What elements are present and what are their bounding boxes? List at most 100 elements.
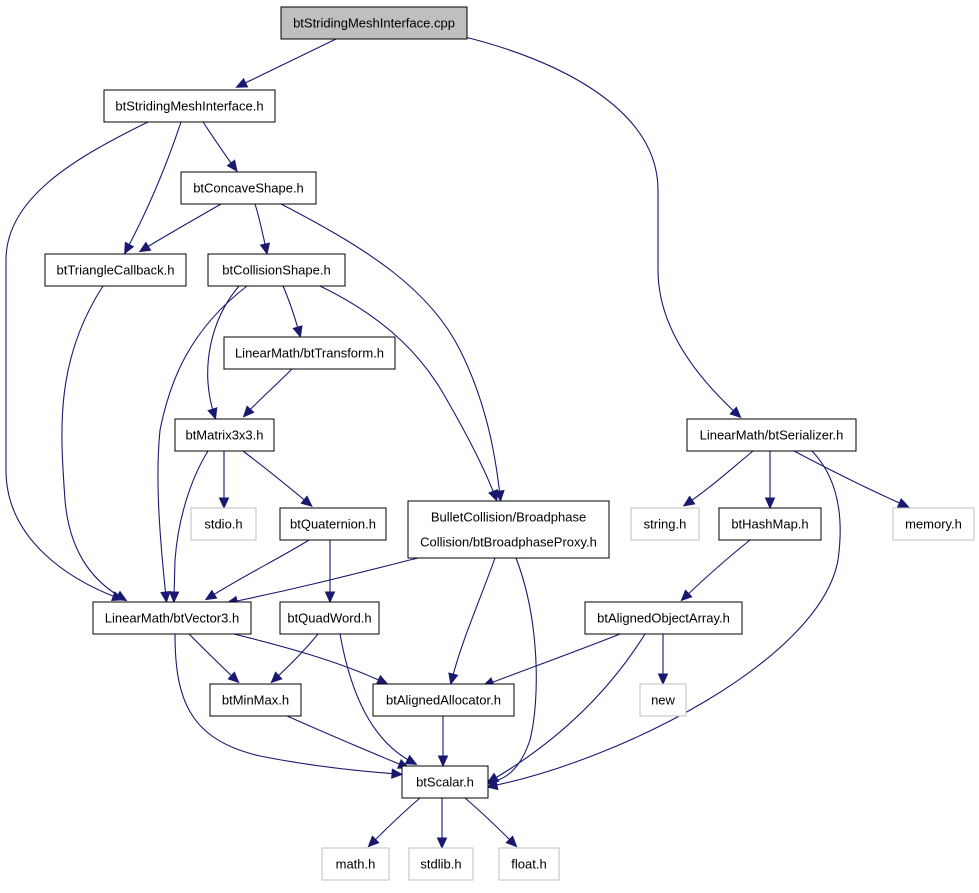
node-matrix[interactable]: btMatrix3x3.h (174, 418, 275, 452)
edge-smi-vector (5, 121, 149, 602)
node-objarray[interactable]: btAlignedObjectArray.h (584, 601, 743, 635)
node-quat[interactable]: btQuaternion.h (279, 507, 387, 541)
arrowhead-icon (259, 242, 271, 256)
node-alloc[interactable]: btAlignedAllocator.h (372, 683, 515, 717)
arrowhead-icon (404, 754, 418, 765)
edge-line (5, 121, 149, 599)
edge-line (143, 203, 222, 250)
node-root[interactable]: btStridingMeshInterface.cpp (280, 6, 468, 40)
node-new[interactable]: new (639, 683, 687, 717)
edge-line (371, 797, 421, 844)
node-label: btMinMax.h (222, 693, 289, 708)
edge-tricb-vector (61, 285, 128, 602)
node-smi[interactable]: btStridingMeshInterface.h (103, 89, 276, 123)
arrowhead-icon (764, 497, 776, 510)
node-minmax[interactable]: btMinMax.h (209, 683, 302, 717)
node-label: btCollisionShape.h (222, 263, 330, 278)
edge-concave-tricb (138, 203, 222, 253)
node-box (498, 847, 560, 881)
node-colshape[interactable]: btCollisionShape.h (207, 253, 346, 287)
node-box (639, 683, 687, 717)
edge-line (207, 285, 240, 415)
arrowhead-icon (242, 405, 255, 418)
node-label: btTriangleCallback.h (56, 263, 174, 278)
edge-root-serializer (460, 35, 742, 419)
node-proxy[interactable]: BulletCollision/BroadphaseCollision/btBr… (407, 500, 610, 559)
edge-objarray-alloc (482, 633, 621, 687)
arrowhead-icon (682, 495, 696, 507)
edge-line (209, 539, 310, 598)
edge-colshape-matrix (207, 285, 240, 420)
edge-line (464, 797, 514, 844)
arrowhead-icon (505, 835, 518, 848)
node-label: btScalar.h (416, 775, 474, 790)
arrowhead-icon (729, 406, 742, 419)
node-label: float.h (511, 857, 546, 872)
edge-root-smi (235, 38, 337, 88)
edge-line (242, 450, 309, 504)
arrowhead-icon (226, 159, 238, 172)
edge-minmax-scalar (286, 715, 410, 769)
node-serializer[interactable]: LinearMath/btSerializer.h (686, 418, 857, 452)
node-float[interactable]: float.h (498, 847, 560, 881)
arrowhead-icon (448, 672, 459, 686)
node-label: btQuaternion.h (290, 517, 376, 532)
edge-hashmap-objarray (680, 539, 751, 602)
edge-line (451, 557, 496, 680)
node-quadword[interactable]: btQuadWord.h (279, 601, 380, 635)
node-label: BulletCollision/Broadphase (431, 510, 586, 525)
node-label: btQuadWord.h (287, 611, 371, 626)
edge-smi-tricb (124, 121, 182, 255)
node-scalar[interactable]: btScalar.h (401, 765, 489, 799)
edge-line (282, 285, 300, 333)
edge-line (280, 203, 501, 497)
node-memory[interactable]: memory.h (892, 507, 975, 541)
node-label: LinearMath/btTransform.h (235, 346, 384, 361)
edge-quadword-minmax (270, 633, 319, 684)
edge-line (126, 121, 182, 250)
edge-line (233, 633, 384, 683)
edge-proxy-vector (225, 557, 419, 607)
arrowhead-icon (160, 590, 171, 604)
node-box (321, 847, 390, 881)
node-box (630, 507, 700, 541)
node-label: Collision/btBroadphaseProxy.h (420, 535, 597, 550)
arrowhead-icon (391, 768, 404, 779)
edge-colshape-proxy (319, 285, 498, 502)
node-box (223, 336, 396, 370)
node-box (103, 89, 276, 123)
node-box (207, 253, 346, 287)
edge-line (202, 121, 235, 168)
edge-serializer-memory (793, 450, 910, 508)
edge-line (684, 539, 751, 598)
node-string[interactable]: string.h (630, 507, 700, 541)
arrowhead-icon (436, 837, 448, 850)
node-transform[interactable]: LinearMath/btTransform.h (223, 336, 396, 370)
edge-objarray-new (657, 634, 669, 686)
arrowhead-icon (896, 497, 910, 508)
arrowhead-icon (207, 407, 218, 420)
edge-line (246, 368, 293, 414)
arrowhead-icon (292, 325, 303, 338)
edge-vector-minmax (188, 633, 240, 684)
node-tricb[interactable]: btTriangleCallback.h (44, 253, 187, 287)
edge-quat-quadword (324, 540, 336, 604)
node-stdio[interactable]: stdio.h (190, 507, 257, 541)
node-label: btStridingMeshInterface.cpp (293, 16, 455, 31)
edge-serializer-string (682, 450, 754, 507)
arrowhead-icon (486, 772, 500, 784)
edge-line (188, 633, 236, 680)
edge-line (487, 633, 621, 685)
node-box (174, 418, 275, 452)
node-math[interactable]: math.h (321, 847, 390, 881)
arrowhead-icon (375, 674, 389, 685)
node-vector[interactable]: LinearMath/btVector3.h (92, 601, 252, 635)
arrowhead-icon (218, 497, 230, 510)
edge-line (319, 285, 496, 497)
node-stdlib[interactable]: stdlib.h (408, 847, 474, 881)
node-box (180, 171, 317, 205)
node-concave[interactable]: btConcaveShape.h (180, 171, 317, 205)
edge-objarray-scalar (486, 633, 646, 784)
arrowhead-icon (270, 671, 283, 684)
node-hashmap[interactable]: btHashMap.h (718, 507, 822, 541)
